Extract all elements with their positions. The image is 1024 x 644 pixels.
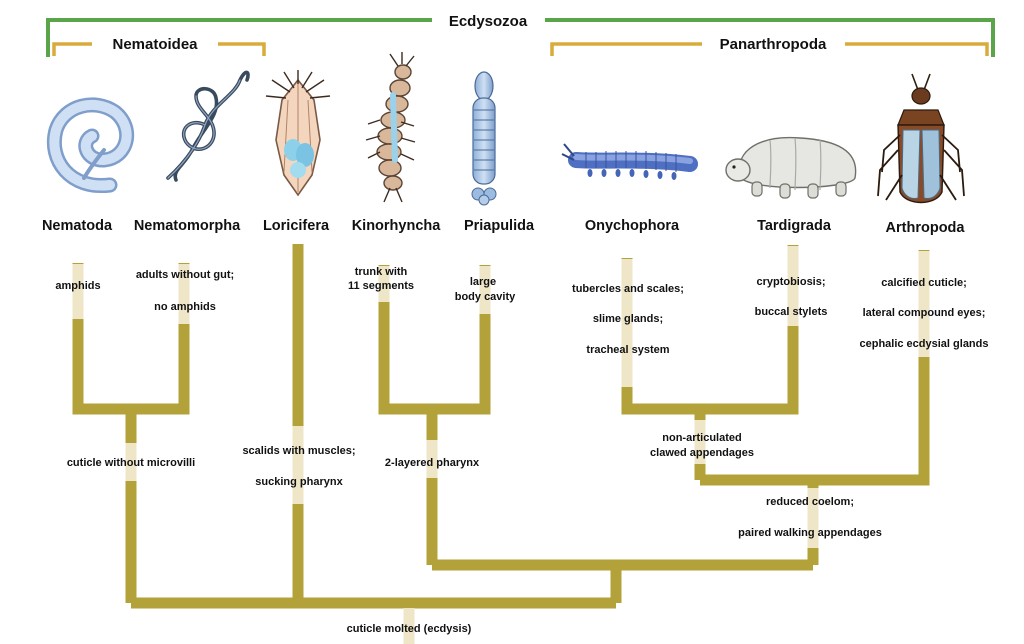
coiled-worm-icon	[47, 97, 135, 194]
trait-nematomorpha-2: no amphids	[154, 301, 216, 313]
ecdysozoa-label: Ecdysozoa	[449, 13, 528, 30]
trait-arthropoda-3: cephalic ecdysial glands	[859, 338, 988, 350]
velvet-worm-icon	[561, 143, 698, 180]
trait-onychophora-2: slime glands;	[593, 313, 663, 325]
trait-onychophora-1: tubercles and scales;	[572, 283, 684, 295]
trait-onychophora-3: tracheal system	[586, 344, 669, 356]
taxon-loricifera: Loricifera	[263, 218, 330, 234]
panarthropoda-label: Panarthropoda	[720, 36, 827, 53]
trait-kinorhyncha-2: 11 segments	[348, 280, 414, 292]
trait-marks	[72, 246, 930, 644]
water-bear-icon	[725, 136, 857, 199]
trait-loricifera-1: scalids with muscles;	[242, 445, 355, 457]
priapulid-icon	[471, 71, 497, 206]
segmented-worm-icon	[365, 52, 416, 203]
trait-panarthropoda-1: reduced coelom;	[766, 496, 854, 508]
trait-onycho-tardi-2: clawed appendages	[650, 447, 754, 459]
taxon-onychophora: Onychophora	[585, 218, 680, 234]
trait-priapulida-1: large	[470, 276, 496, 288]
panarthropoda-bracket: Panarthropoda	[550, 36, 989, 56]
trait-nematoidea: cuticle without microvilli	[67, 457, 195, 469]
taxon-tardigrada: Tardigrada	[757, 218, 832, 234]
bug-icon	[877, 73, 965, 204]
trait-ecdysozoa: cuticle molted (ecdysis)	[347, 623, 472, 635]
trait-scalidophora: 2-layered pharynx	[385, 457, 480, 469]
trait-panarthropoda-2: paired walking appendages	[738, 527, 882, 539]
taxon-kinorhyncha: Kinorhyncha	[352, 218, 442, 234]
taxon-nematoda: Nematoda	[42, 218, 113, 234]
trait-priapulida-2: body cavity	[455, 291, 516, 303]
trait-labels: amphids adults without gut; no amphids t…	[55, 266, 988, 635]
trait-tardigrada-2: buccal stylets	[755, 306, 828, 318]
trait-arthropoda-2: lateral compound eyes;	[863, 307, 986, 319]
trait-tardigrada-1: cryptobiosis;	[756, 276, 825, 288]
taxon-arthropoda: Arthropoda	[886, 220, 966, 236]
tangled-worm-icon	[166, 70, 250, 182]
trait-loricifera-2: sucking pharynx	[255, 476, 343, 488]
trait-nematomorpha-1: adults without gut;	[136, 269, 234, 281]
taxon-nematomorpha: Nematomorpha	[134, 218, 241, 234]
taxon-labels: Nematoda Nematomorpha Loricifera Kinorhy…	[42, 218, 965, 236]
trait-onycho-tardi-1: non-articulated	[662, 432, 741, 444]
ecdysozoa-bracket: Ecdysozoa	[46, 13, 995, 57]
lorica-animal-icon	[265, 70, 331, 197]
trait-kinorhyncha-1: trunk with	[355, 266, 408, 278]
nematoidea-bracket: Nematoidea	[52, 36, 266, 56]
trait-nematoda: amphids	[55, 280, 100, 292]
nematoidea-label: Nematoidea	[112, 36, 198, 53]
taxon-priapulida: Priapulida	[464, 218, 535, 234]
trait-arthropoda-1: calcified cuticle;	[881, 277, 967, 289]
